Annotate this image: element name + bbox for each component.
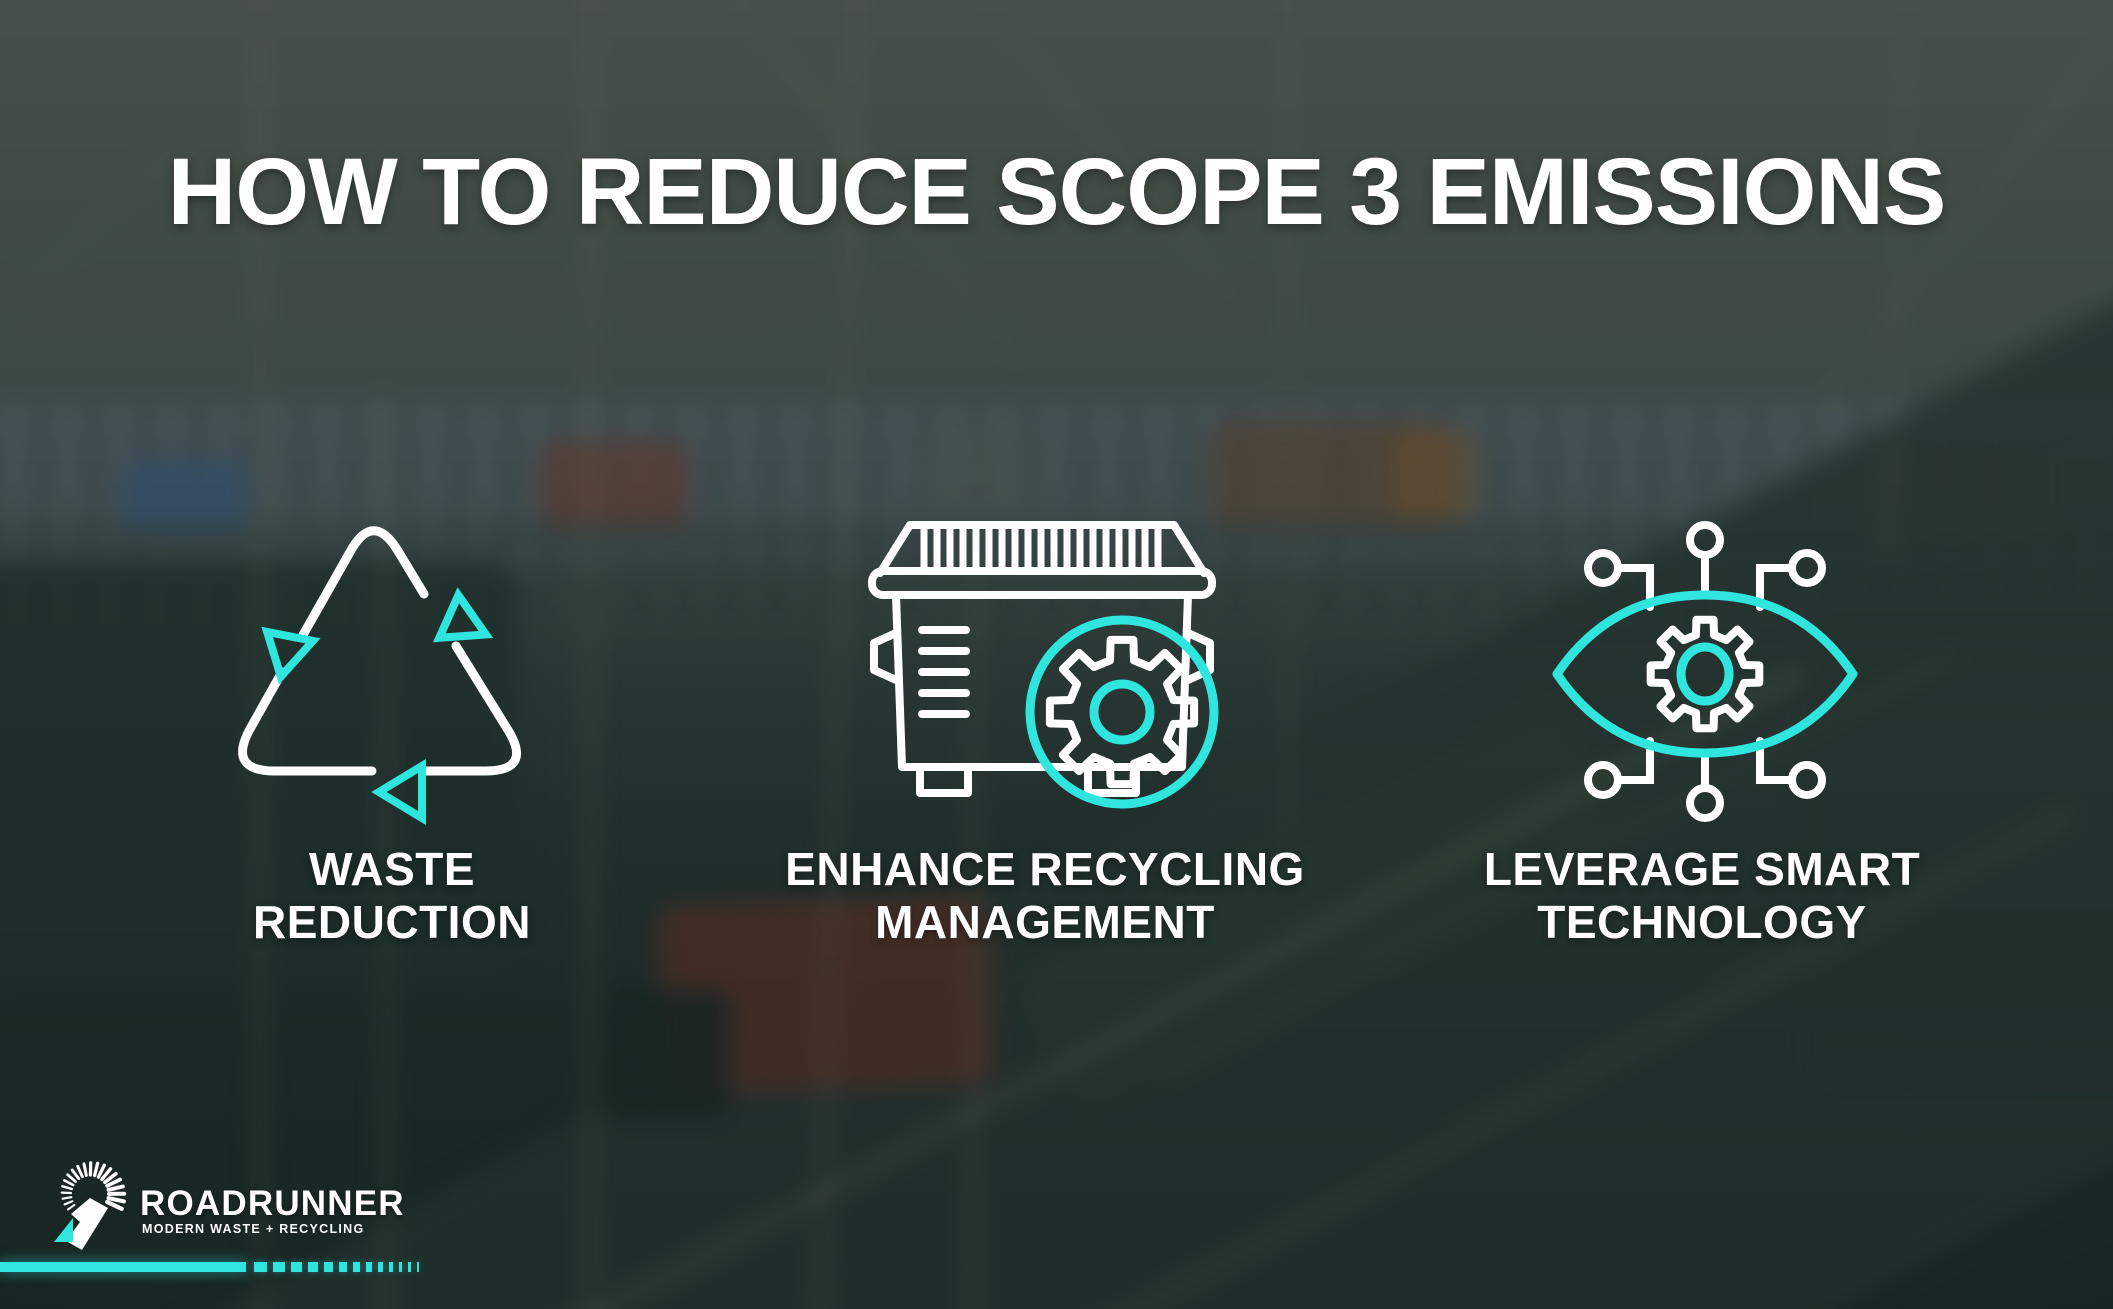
page-title: HOW TO REDUCE SCOPE 3 EMISSIONS [167,139,1947,245]
recycling-management-item [862,515,1222,815]
label-line: ENHANCE RECYCLING [785,843,1305,895]
waste-reduction-item [212,498,572,838]
label-line: LEVERAGE SMART [1483,843,1921,895]
brand-name: ROADRUNNER [140,1184,405,1223]
label-line: WASTE [308,843,476,895]
brand-tagline: MODERN WASTE + RECYCLING [142,1222,365,1236]
eye-circuit-icon [1552,521,1858,822]
gear-ring-circle [1025,615,1219,809]
item-label-recycling-management: ENHANCE RECYCLING MANAGEMENT [735,843,1355,949]
footer-accent-dashes [254,1262,419,1272]
label-line: TECHNOLOGY [1537,896,1867,948]
label-line: REDUCTION [253,896,531,948]
recycle-arrows-icon [238,526,522,826]
smart-technology-item [1545,508,1865,828]
logo-cyan-triangle [54,1218,73,1242]
roadrunner-sunburst-r-logo [54,1161,127,1250]
footer-accent-bar [0,1262,246,1272]
item-label-waste-reduction: WASTE REDUCTION [82,843,702,949]
item-label-smart-technology: LEVERAGE SMART TECHNOLOGY [1392,843,2012,949]
label-line: MANAGEMENT [875,896,1215,948]
dumpster-gear-icon [868,521,1219,809]
eye-outline [1552,590,1858,758]
